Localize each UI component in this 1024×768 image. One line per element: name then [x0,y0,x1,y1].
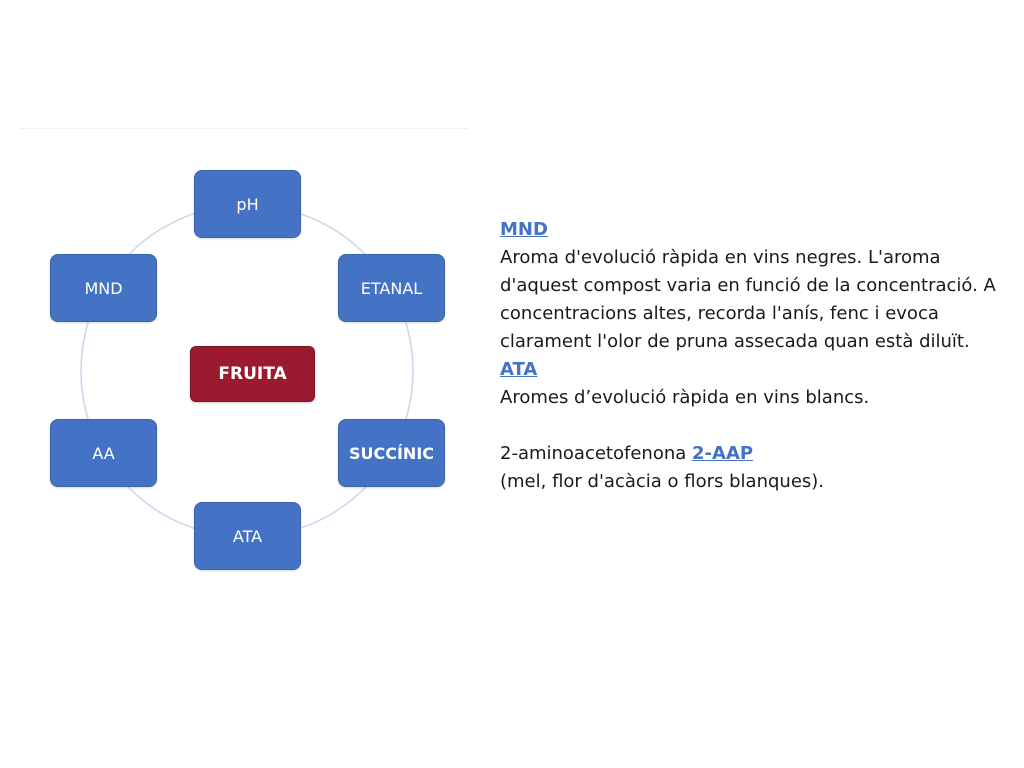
description-text: MND Aroma d'evolució ràpida en vins negr… [500,216,1000,496]
node-succinic: SUCCÍNIC [338,419,445,487]
blank-line [500,412,1000,440]
node-mnd-label: MND [84,278,123,298]
node-ph: pH [194,170,301,238]
node-aa: AA [50,419,157,487]
top-divider [20,128,468,129]
node-etanal-label: ETANAL [360,278,423,298]
aap-line: 2-aminoacetofenona 2-AAP [500,440,1000,468]
node-ata: ATA [194,502,301,570]
node-mnd: MND [50,254,157,322]
node-aa-label: AA [92,443,115,463]
mnd-description: Aroma d'evolució ràpida en vins negres. … [500,247,996,352]
node-etanal: ETANAL [338,254,445,322]
ata-heading-link[interactable]: ATA [500,359,538,380]
aap-link[interactable]: 2-AAP [692,443,754,464]
center-node-fruita: FRUITA [190,346,315,402]
aap-prefix: 2-aminoacetofenona [500,443,687,464]
node-ph-label: pH [236,194,259,214]
center-node-label: FRUITA [218,364,287,384]
node-succinic-label: SUCCÍNIC [348,443,435,463]
node-ata-label: ATA [232,526,263,546]
mnd-heading-link[interactable]: MND [500,219,548,240]
ata-description: Aromes d’evolució ràpida en vins blancs. [500,387,870,408]
aap-description: (mel, flor d'acàcia o flors blanques). [500,471,825,492]
